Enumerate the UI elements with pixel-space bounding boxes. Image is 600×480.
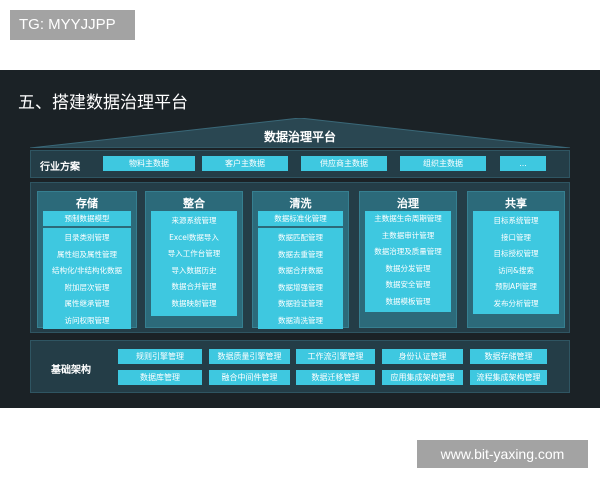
industry-section: 行业方案 物料主数据 客户主数据 供应商主数据 组织主数据 ... <box>30 150 570 178</box>
column-item[interactable]: Excel数据导入 <box>169 232 219 242</box>
column-sharing: 共享 目标系统管理 接口管理 目标授权管理 访问&搜索 预制API管理 发布分析… <box>467 191 565 328</box>
column-title: 清洗 <box>289 197 312 210</box>
column-item[interactable]: 属性继承管理 <box>64 299 110 308</box>
column-storage: 存储 预制数据模型 目录类别管理 属性组及属性管理 结构化/非结构化数据 附加层… <box>37 191 137 329</box>
column-item[interactable]: 数据合并数据 <box>278 266 323 275</box>
column-item[interactable]: 结构化/非结构化数据 <box>51 266 123 275</box>
infra-item[interactable]: 数据迁移管理 <box>296 370 375 385</box>
page-title: 五、搭建数据治理平台 <box>18 93 188 113</box>
column-item[interactable]: 数据模板管理 <box>385 296 431 306</box>
industry-item[interactable]: 组织主数据 <box>400 156 486 171</box>
column-item[interactable]: 预制API管理 <box>495 282 537 291</box>
column-cleansing: 清洗 数据标准化管理 数据匹配管理 数据去重管理 数据合并数据 数据增强管理 数… <box>252 191 349 329</box>
infra-item[interactable]: 身份认证管理 <box>382 349 463 364</box>
infra-item[interactable]: 数据存储管理 <box>470 349 547 364</box>
column-item[interactable]: 来源系统管理 <box>171 216 217 225</box>
column-item[interactable]: 目录类别管理 <box>64 233 110 242</box>
capability-section: 存储 预制数据模型 目录类别管理 属性组及属性管理 结构化/非结构化数据 附加层… <box>30 182 570 333</box>
column-item[interactable]: 发布分析管理 <box>493 298 539 308</box>
platform-diagram: 五、搭建数据治理平台 数据治理平台 行业方案 物料主数据 客户主数据 供应商主数… <box>0 70 600 408</box>
column-item[interactable]: 数据分发管理 <box>385 263 431 273</box>
column-item[interactable]: 导入工作台管理 <box>167 249 221 258</box>
infrastructure-label: 基础架构 <box>51 365 91 376</box>
column-item[interactable]: 数据映射管理 <box>171 298 217 308</box>
column-title: 存储 <box>76 197 98 210</box>
platform-title: 数据治理平台 <box>263 130 336 144</box>
infrastructure-section: 基础架构 规则引擎管理 数据质量引擎管理 工作流引擎管理 身份认证管理 数据存储… <box>30 340 570 393</box>
roof-shape <box>30 118 570 148</box>
infra-item[interactable]: 融合中间件管理 <box>209 370 290 385</box>
column-title: 治理 <box>397 197 419 210</box>
column-governance: 治理 主数据生命周期管理 主数据审计管理 数据治理及质量管理 数据分发管理 数据… <box>359 191 457 328</box>
column-title: 共享 <box>505 197 527 210</box>
column-item[interactable]: 预制数据模型 <box>43 211 131 226</box>
column-item[interactable]: 接口管理 <box>501 232 531 242</box>
tag-label: TG: MYYJJPP <box>10 10 135 40</box>
column-item[interactable]: 数据标准化管理 <box>258 211 343 226</box>
watermark: www.bit-yaxing.com <box>417 440 588 468</box>
column-item[interactable]: 目标授权管理 <box>493 249 539 258</box>
column-item[interactable]: 数据验证管理 <box>278 299 323 308</box>
industry-label: 行业方案 <box>40 162 80 173</box>
column-item[interactable]: 数据安全管理 <box>385 280 431 289</box>
column-item[interactable]: 访问权限管理 <box>64 315 110 325</box>
column-item[interactable]: 属性组及属性管理 <box>57 249 117 259</box>
column-item[interactable]: 目标系统管理 <box>493 216 539 225</box>
industry-item[interactable]: ... <box>500 156 546 171</box>
column-item[interactable]: 数据去重管理 <box>278 249 323 259</box>
column-item[interactable]: 主数据生命周期管理 <box>374 214 442 223</box>
column-item[interactable]: 访问&搜索 <box>498 265 534 275</box>
column-integration: 整合 来源系统管理 Excel数据导入 导入工作台管理 导入数据历史 数据合并管… <box>145 191 243 328</box>
industry-item[interactable]: 供应商主数据 <box>301 156 387 171</box>
column-item[interactable]: 导入数据历史 <box>171 265 217 275</box>
column-item[interactable]: 数据增强管理 <box>278 282 323 292</box>
column-title: 整合 <box>183 197 205 210</box>
column-item[interactable]: 数据治理及质量管理 <box>374 247 442 256</box>
infra-item[interactable]: 规则引擎管理 <box>118 349 202 364</box>
industry-item[interactable]: 客户主数据 <box>202 156 288 171</box>
infra-item[interactable]: 流程集成架构管理 <box>470 370 547 385</box>
infra-item[interactable]: 应用集成架构管理 <box>382 370 463 385</box>
column-item[interactable]: 数据合并管理 <box>171 282 217 291</box>
column-item[interactable]: 附加层次管理 <box>64 282 110 292</box>
infra-item[interactable]: 数据质量引擎管理 <box>209 349 290 364</box>
column-item[interactable]: 主数据审计管理 <box>381 230 435 240</box>
column-item[interactable]: 数据匹配管理 <box>278 233 323 242</box>
infra-item[interactable]: 工作流引擎管理 <box>296 349 375 364</box>
infra-item[interactable]: 数据库管理 <box>118 370 202 385</box>
column-item[interactable]: 数据清洗管理 <box>278 315 323 325</box>
industry-item[interactable]: 物料主数据 <box>103 156 195 171</box>
